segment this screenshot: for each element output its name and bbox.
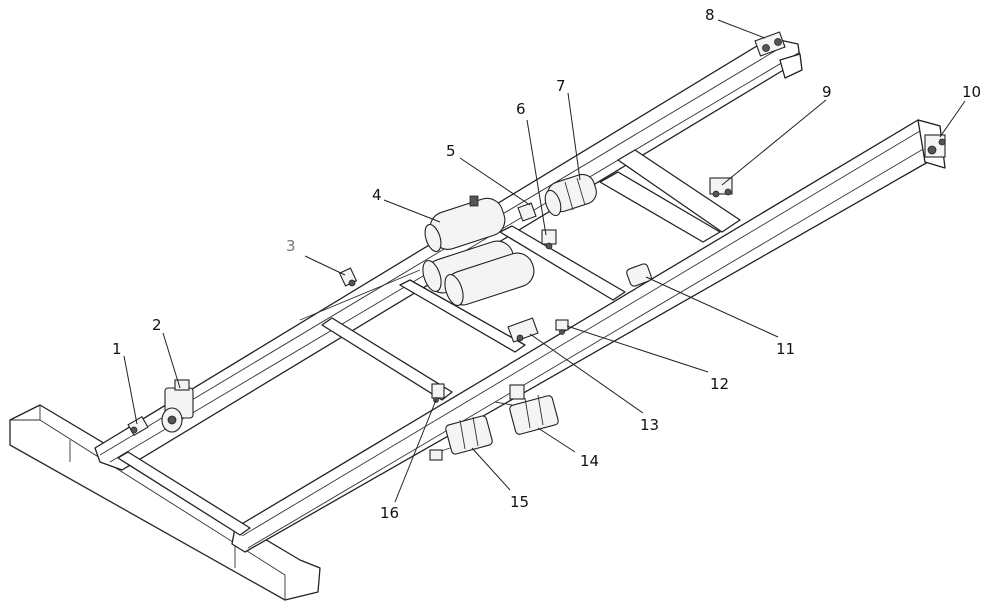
part-2-compressor [161,379,194,433]
left-side-rail [94,37,803,471]
callout-1: 1 [112,340,122,358]
part-10-valve [924,134,946,158]
cross-members [117,149,741,536]
front-bumper [9,404,321,601]
callout-7: 7 [556,77,566,95]
callout-3: 3 [286,237,296,255]
callout-2: 2 [152,316,162,334]
part-1-bracket [127,416,149,436]
callout-4: 4 [372,186,382,204]
part-13-valve [507,317,539,343]
leader-lines [123,19,966,503]
callout-labels: 1 2 3 4 5 6 7 8 9 10 11 12 13 14 15 16 [112,6,981,522]
part-7-cylinder [544,173,597,217]
callout-14: 14 [580,452,599,470]
part-15-brake-chamber [429,415,493,461]
callout-8: 8 [705,6,715,24]
part-4-air-tank [424,195,506,253]
callout-11: 11 [776,340,795,358]
air-tank-cluster [422,240,535,306]
callout-9: 9 [822,83,832,101]
part-8-valve [754,31,786,57]
callout-16: 16 [380,504,399,522]
callout-15: 15 [510,493,529,511]
callout-6: 6 [516,100,526,118]
callout-10: 10 [962,83,981,101]
part-9-valve [709,177,733,198]
callout-12: 12 [710,375,729,393]
part-5-support [517,202,537,222]
part-3-valve [338,267,358,287]
part-11-bracket [626,263,652,287]
part-12-valve [555,319,569,335]
part-14-brake-chamber [494,384,559,435]
callout-5: 5 [446,142,456,160]
callout-13: 13 [640,416,659,434]
